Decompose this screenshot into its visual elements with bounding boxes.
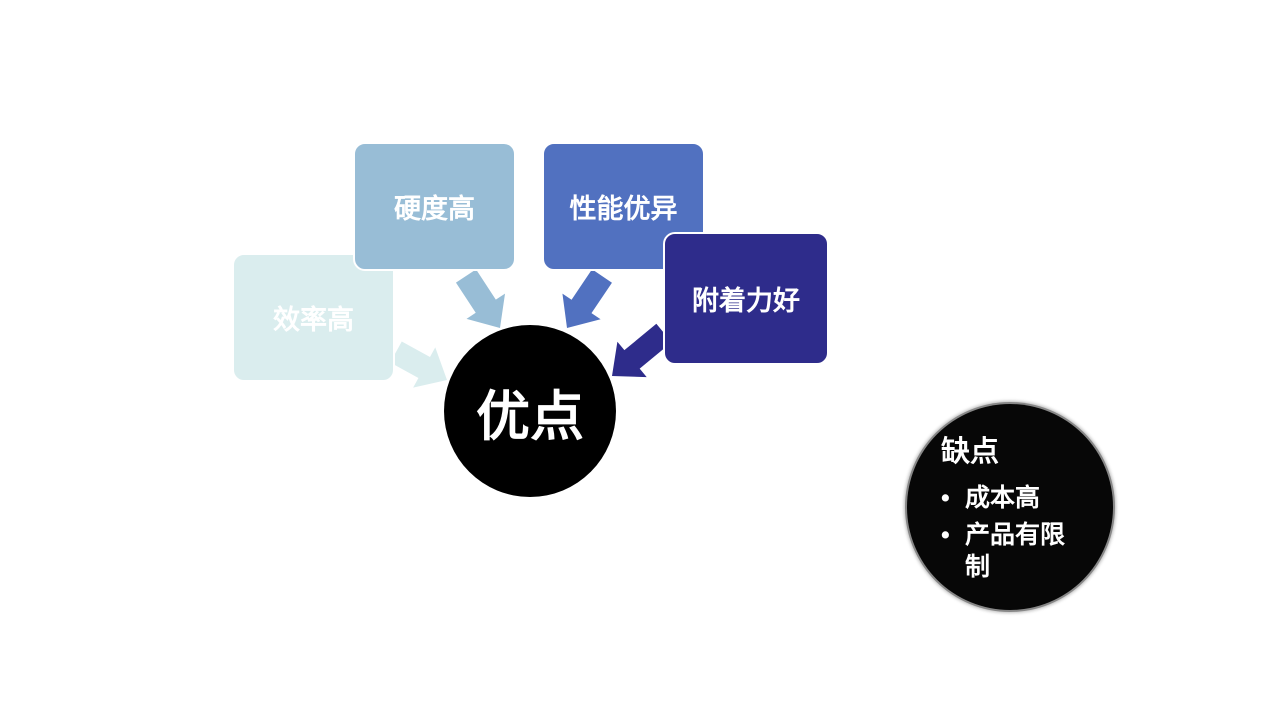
list-item: • 成本高 (941, 482, 1081, 514)
arrow-icon (455, 269, 506, 328)
advantage-box-adhesion: 附着力好 (663, 232, 829, 365)
disadvantages-title: 缺点 (941, 436, 1000, 468)
arrow-icon (612, 323, 672, 378)
advantage-label: 硬度高 (394, 194, 475, 224)
list-item: • 产品有限制 (941, 519, 1081, 583)
arrow-icon (390, 341, 447, 388)
advantage-label: 性能优异 (569, 194, 678, 224)
advantage-box-efficiency: 效率高 (232, 253, 395, 382)
arrow-icon (562, 269, 612, 328)
advantage-label: 附着力好 (692, 286, 800, 316)
advantage-box-hardness: 硬度高 (353, 142, 516, 271)
bullet-icon: • (941, 521, 950, 549)
disadvantages-list: • 成本高 • 产品有限制 (941, 482, 1081, 588)
list-item-text: 成本高 (965, 484, 1041, 512)
advantage-label: 效率高 (273, 305, 354, 335)
list-item-text: 产品有限制 (965, 521, 1066, 581)
bullet-icon: • (941, 484, 950, 512)
advantages-title: 优点 (476, 386, 584, 447)
disadvantages-circle: 缺点 • 成本高 • 产品有限制 (907, 404, 1113, 610)
advantages-center-circle: 优点 (444, 325, 616, 497)
